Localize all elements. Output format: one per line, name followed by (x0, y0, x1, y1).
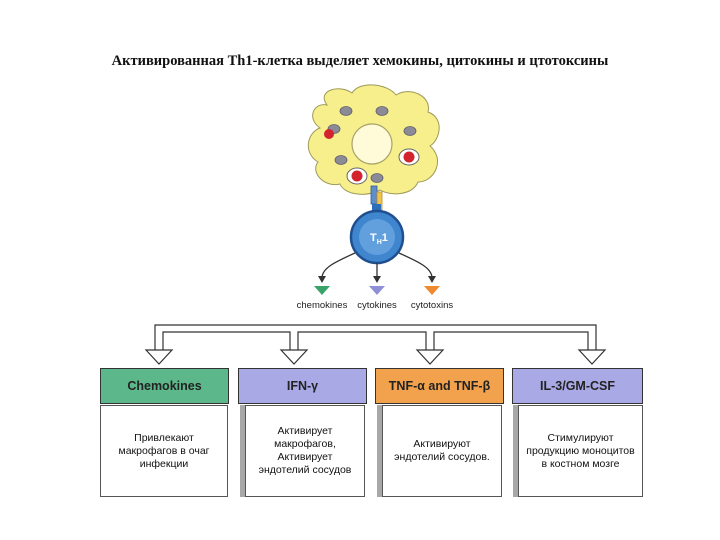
tcr-stalk (372, 204, 381, 214)
il3-gmcsf-header: IL-3/GM-CSF (512, 368, 643, 404)
arrowhead-il3 (577, 349, 607, 365)
box-shadow (513, 405, 518, 497)
bracket-inner (162, 331, 589, 350)
vesicle (370, 173, 384, 183)
arrowhead-tnf (415, 349, 445, 365)
vesicle (339, 106, 353, 116)
arrow-to-cytotoxins (398, 252, 433, 279)
bacterium (403, 151, 415, 163)
infected-vesicles (324, 129, 420, 185)
bacterium (324, 129, 334, 139)
cytokines-label: cytokines (357, 300, 397, 311)
box-shadow (240, 405, 245, 497)
box-shadow (377, 405, 382, 497)
vesicle (375, 106, 389, 116)
ifn-gamma-header: IFN-γ (238, 368, 367, 404)
arrowhead-ifn (279, 349, 309, 365)
cytokines-triangle (369, 286, 385, 295)
ifn-gamma-description: Активирует макрофагов, Активирует эндоте… (245, 405, 365, 497)
chemokines-description: Привлекают макрофагов в очаг инфекции (100, 405, 228, 497)
cytotoxins-triangle (424, 286, 440, 295)
distribution-arrows (144, 324, 607, 365)
bacterium (351, 170, 363, 182)
tnf-header: TNF-α and TNF-β (375, 368, 504, 404)
vesicle-group (327, 106, 417, 183)
mhc-receptor (370, 185, 378, 205)
macrophage-nucleus (351, 123, 393, 165)
arrowheads (318, 276, 436, 283)
vesicle (334, 155, 348, 165)
slide-title: Активированная Th1-клетка выделяет хемок… (111, 53, 609, 69)
arrow-to-chemokines (321, 252, 356, 279)
cytotoxins-label: cytotoxins (411, 300, 453, 311)
th1-nucleus (359, 219, 395, 255)
chemokines-triangle (314, 286, 330, 295)
arrowhead-chemokines (144, 349, 174, 365)
chemokines-header: Chemokines (100, 368, 229, 404)
vesicle (403, 126, 417, 136)
chemokines-label: chemokines (297, 300, 348, 311)
release-arrows (321, 252, 433, 279)
th1-label: TH1 (370, 232, 388, 246)
tnf-description: Активируют эндотелий сосудов. (382, 405, 502, 497)
il3-gmcsf-description: Стимулируют продукцию моноцитов в костно… (518, 405, 643, 497)
